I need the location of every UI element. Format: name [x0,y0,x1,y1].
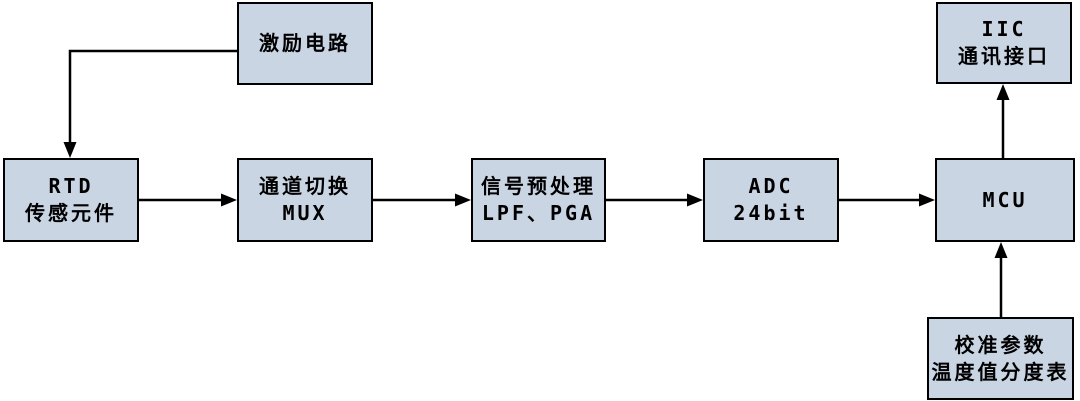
node-label: IIC [981,17,1027,41]
node-label: MUX [282,201,328,225]
node-label: LPF、PGA [481,201,596,225]
node-label: 通道切换 [259,174,351,198]
node-label: 通讯接口 [958,44,1050,68]
node-adc-24bit: ADC 24bit [703,158,839,242]
node-rtd-sensor: RTD 传感元件 [3,158,139,242]
node-label: 信号预处理 [481,174,596,198]
node-excitation-circuit: 激励电路 [237,2,373,85]
arrow-adc-to-mcu [839,193,935,207]
node-mcu: MCU [935,158,1075,242]
arrow-mux-to-preprocess [373,193,471,207]
node-label: 温度值分度表 [931,359,1070,384]
node-iic-interface: IIC 通讯接口 [936,2,1072,84]
node-label: RTD [48,174,94,198]
node-label: 校准参数 [954,332,1047,357]
node-label: MCU [982,187,1028,212]
arrow-calibration-to-mcu [994,242,1008,317]
node-channel-mux: 通道切换 MUX [237,158,373,242]
arrow-rtd-to-mux [139,193,237,207]
node-calibration-table: 校准参数 温度值分度表 [927,317,1074,400]
node-label: 24bit [733,201,809,225]
node-label: 传感元件 [25,201,117,225]
node-label: ADC [748,174,794,198]
arrow-excitation-to-rtd [63,49,238,158]
arrow-preprocess-to-adc [606,193,703,207]
node-signal-preprocess: 信号预处理 LPF、PGA [471,158,606,242]
arrow-mcu-to-iic [996,84,1010,158]
node-label: 激励电路 [259,31,351,55]
